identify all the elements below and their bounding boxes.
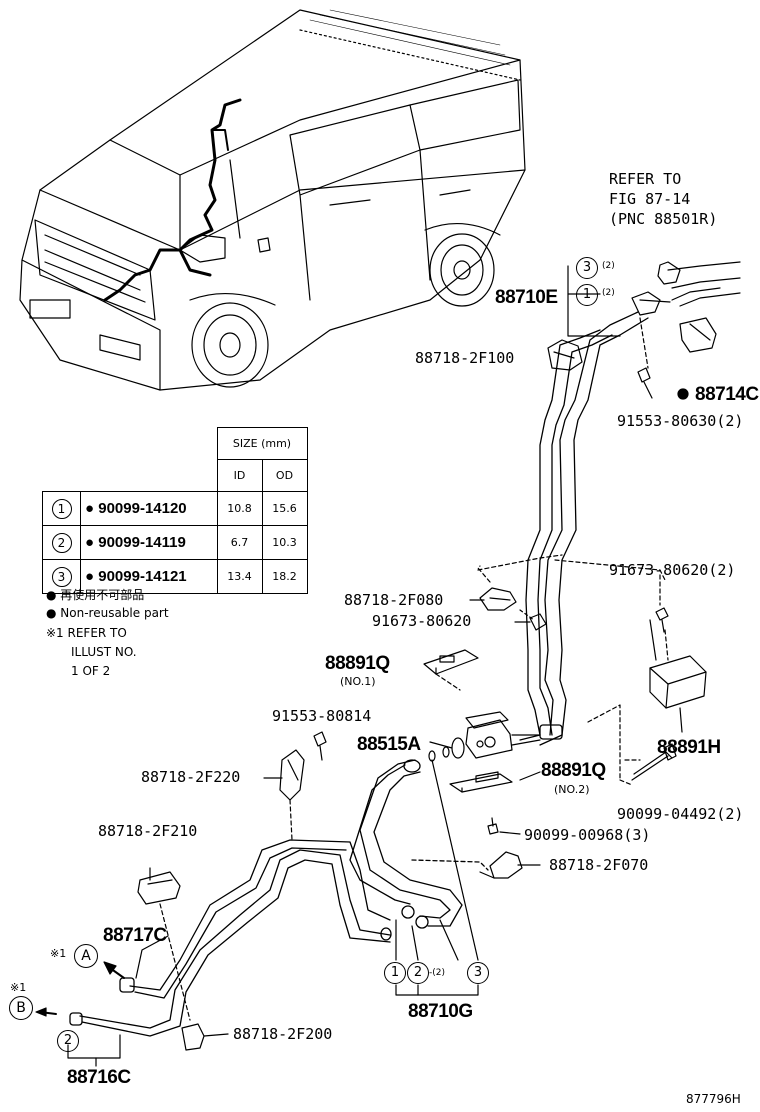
part-88718-2F100: 88718-2F100 xyxy=(415,349,515,367)
row-part: 90099-14121 xyxy=(98,568,187,585)
no2-label: (NO.2) xyxy=(554,783,590,796)
col-id: ID xyxy=(216,459,263,492)
part-88891Q-no1: 88891Q xyxy=(325,653,390,674)
table-row: 2 ● 90099-14119 6.7 10.3 xyxy=(42,525,308,560)
part-88714C-shape xyxy=(679,317,717,353)
part-88515A: 88515A xyxy=(357,734,421,755)
van-illustration xyxy=(19,9,526,391)
part-88717C: 88717C xyxy=(103,925,167,946)
row-number: 1 xyxy=(51,499,72,519)
callout-1: 1 xyxy=(384,962,406,984)
qty-label: -(2) xyxy=(429,968,445,978)
row-id: 6.7 xyxy=(216,525,263,560)
legend-line1: ● 再使用不可部品 xyxy=(46,588,145,602)
legend-line3: ※1 REFER TO xyxy=(46,626,127,640)
row-od: 10.3 xyxy=(261,525,308,560)
row-number: 3 xyxy=(51,567,72,587)
row-number: 2 xyxy=(51,533,72,553)
row-part: 90099-14120 xyxy=(98,500,187,517)
callout-A: A xyxy=(74,944,98,968)
row-id: 10.8 xyxy=(216,491,263,526)
table-row: 1 ● 90099-14120 10.8 15.6 xyxy=(42,491,308,526)
refer-note-line2: FIG 87-14 xyxy=(609,190,691,208)
figure-id: 877796H xyxy=(686,1092,741,1106)
part-91673-80620-2: 91673-80620(2) xyxy=(609,561,736,579)
legend-line2: ● Non-reusable part xyxy=(46,606,169,620)
row-od: 18.2 xyxy=(261,559,308,594)
part-88710E: 88710E xyxy=(495,287,558,308)
callout-3: 3 xyxy=(576,257,598,279)
legend-line4: ILLUST NO. xyxy=(71,645,137,659)
part-88718-2F210: 88718-2F210 xyxy=(98,822,198,840)
part-90099-00968: 90099-00968(3) xyxy=(524,826,651,844)
part-88716C: 88716C xyxy=(67,1067,131,1088)
no1-label: (NO.1) xyxy=(340,675,376,688)
table-row: 3 ● 90099-14121 13.4 18.2 xyxy=(42,559,308,594)
pipe-88716C xyxy=(69,839,392,1037)
refer-note-line3: (PNC 88501R) xyxy=(609,210,718,228)
size-table: SIZE (mm) ID OD 1 ● 90099-14120 10.8 15.… xyxy=(42,427,308,594)
row-od: 15.6 xyxy=(261,491,308,526)
col-od: OD xyxy=(261,459,308,492)
part-88710G: 88710G xyxy=(408,1001,473,1022)
callout-B: B xyxy=(9,996,33,1020)
pipe-88710G xyxy=(349,759,489,929)
row-id: 13.4 xyxy=(216,559,263,594)
part-91553-80814: 91553-80814 xyxy=(272,707,372,725)
size-header: SIZE (mm) xyxy=(216,427,308,460)
legend-text: Non-reusable part xyxy=(60,606,169,620)
callout-3: 3 xyxy=(467,962,489,984)
part-88718-2F200: 88718-2F200 xyxy=(233,1025,333,1043)
part-88891H-shape xyxy=(649,655,707,709)
part-90099-04492: 90099-04492(2) xyxy=(617,805,744,823)
qty-label: (2) xyxy=(602,288,615,298)
callout-1: 1 xyxy=(576,284,598,306)
legend-text: 再使用不可部品 xyxy=(60,588,145,602)
part-88718-2F220: 88718-2F220 xyxy=(141,768,241,786)
part-91673-80620: 91673-80620 xyxy=(372,612,472,630)
part-91553-80630: 91553-80630(2) xyxy=(617,412,744,430)
row-part: 90099-14119 xyxy=(98,534,186,551)
part-88714C: 88714C xyxy=(695,384,759,405)
harness-highlight xyxy=(103,98,242,302)
part-88718-2F070: 88718-2F070 xyxy=(549,856,649,874)
pipe-88710E xyxy=(519,311,649,746)
callout-2: 2 xyxy=(407,962,429,984)
legend-line5: 1 OF 2 xyxy=(71,664,111,678)
part-88891H: 88891H xyxy=(657,737,721,758)
refer-note-line1: REFER TO xyxy=(609,170,682,188)
ref-mark: ※1 xyxy=(10,981,27,994)
ref-mark: ※1 xyxy=(50,947,67,960)
part-88891Q-no2: 88891Q xyxy=(541,760,606,781)
part-88718-2F080: 88718-2F080 xyxy=(344,591,444,609)
callout-2: 2 xyxy=(57,1030,79,1052)
qty-label: (2) xyxy=(602,261,615,271)
